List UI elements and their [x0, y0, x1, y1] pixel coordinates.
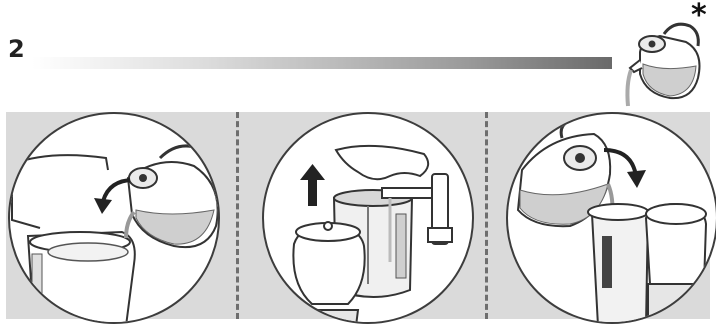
- step-number: 2: [8, 35, 25, 63]
- lift-filter-lid-up-arrow-illustration: [262, 112, 474, 324]
- step-header-bar: [32, 57, 612, 69]
- panel-divider: [236, 112, 239, 319]
- pour-water-into-tank-illustration: [506, 112, 716, 324]
- pour-water-into-reservoir-illustration: [8, 112, 220, 324]
- panel-divider: [485, 112, 488, 319]
- kettle-pouring-icon: [612, 12, 712, 107]
